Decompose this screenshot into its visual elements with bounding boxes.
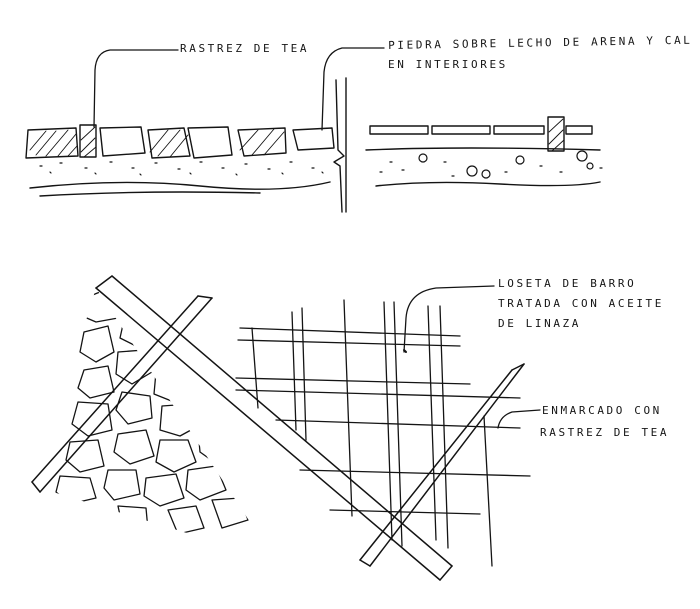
tile-grid (235, 299, 531, 567)
timber-batten-left (79, 124, 97, 158)
label-frame-line2: RASTREZ DE TEA (540, 426, 670, 439)
label-clay-tile-line3: DE LINAZA (498, 317, 582, 330)
leader-lines-bottom (403, 285, 541, 429)
leader-lines-top (93, 47, 385, 131)
pebbles (379, 150, 603, 179)
label-frame-line1: ENMARCADO CON (542, 404, 662, 417)
batten-lower-right (359, 363, 525, 567)
timber-batten-right (547, 116, 565, 152)
floor-section (25, 77, 603, 213)
label-batten-top: RASTREZ DE TEA (180, 42, 310, 55)
sand-bed-dots (39, 161, 324, 176)
ground-line-left-2 (39, 191, 261, 197)
slab-hatching (29, 128, 285, 158)
mortar-line (365, 147, 601, 151)
stone-slabs-left (25, 126, 335, 159)
tiles-right (369, 125, 593, 135)
label-clay-tile-line1: LOSETA DE BARRO (498, 277, 637, 290)
label-stone-bed-line2: EN INTERIORES (388, 58, 508, 71)
ground-line-right (375, 181, 601, 187)
label-clay-tile-line2: TRATADA CON ACEITE (498, 297, 665, 310)
break-line (333, 77, 347, 213)
batten-secondary-diagonal (31, 295, 213, 493)
ground-line-left (29, 181, 331, 190)
